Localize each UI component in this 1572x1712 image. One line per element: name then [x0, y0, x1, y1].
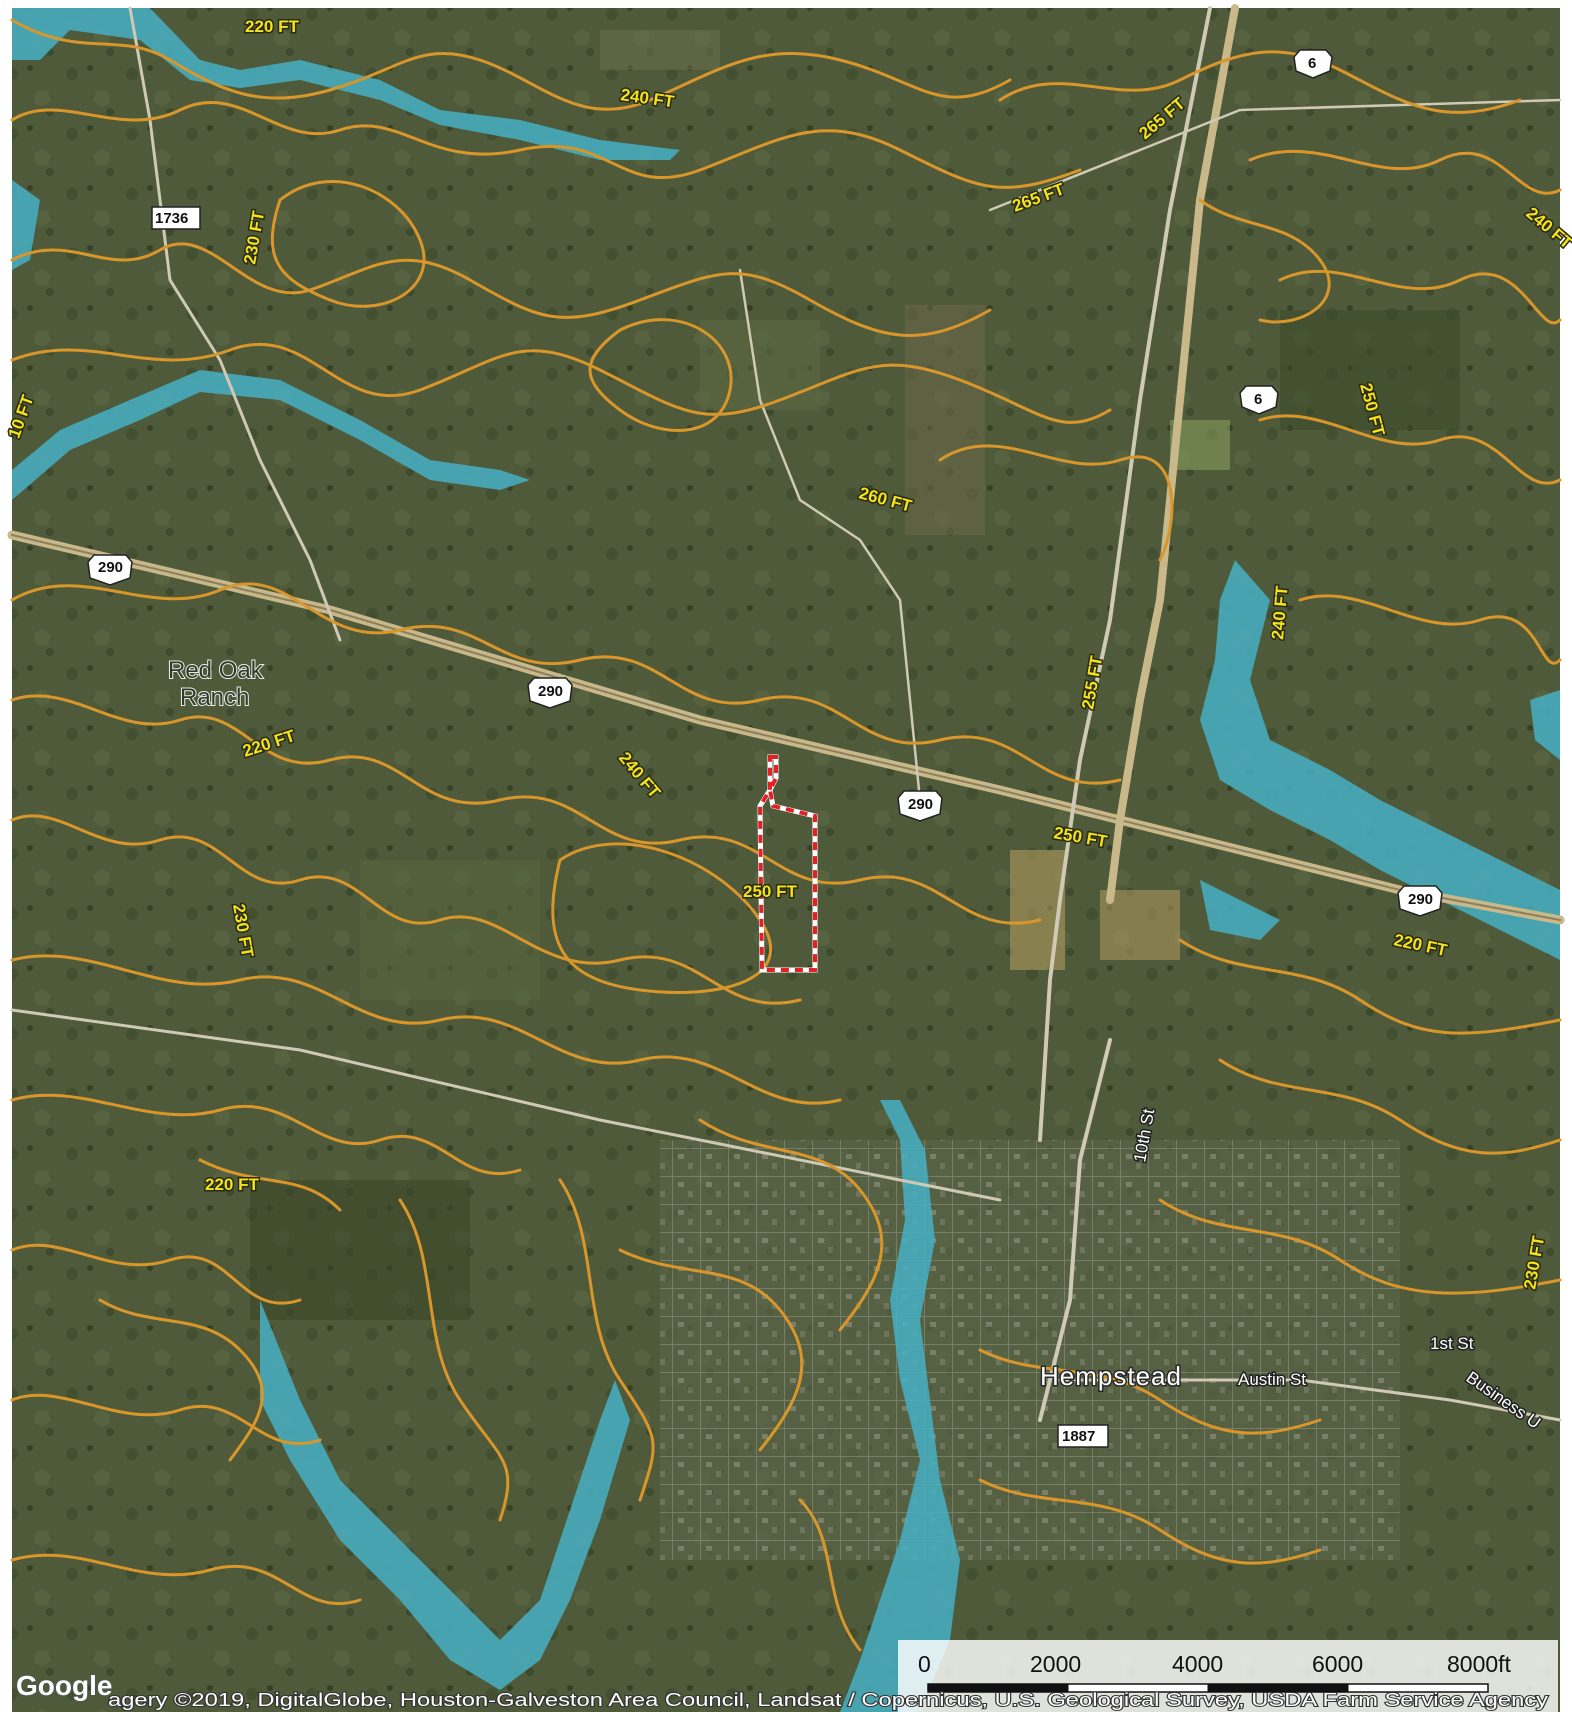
scale-tick-label: 0 [918, 1651, 931, 1677]
map-attribution: agery ©2019, DigitalGlobe, Houston-Galve… [108, 1690, 1548, 1710]
route-shield-us290[interactable]: 290 [527, 677, 573, 709]
route-shield-us290[interactable]: 290 [897, 790, 943, 822]
route-shield-us6[interactable]: 6 [1293, 49, 1333, 79]
route-shield-1887[interactable]: 1887 [1057, 1424, 1109, 1448]
svg-text:290: 290 [98, 559, 123, 576]
street-label-1st: 1st St [1430, 1334, 1474, 1353]
street-label-austin: Austin St [1238, 1370, 1306, 1389]
town-label-hempstead: Hempstead [1040, 1361, 1182, 1391]
road-north [988, 98, 1562, 212]
svg-text:290: 290 [538, 683, 563, 700]
scale-tick-label: 2000 [1030, 1651, 1081, 1677]
svg-text:1887: 1887 [1062, 1428, 1095, 1445]
contour-lines [10, 18, 1562, 1652]
route-shields: 1736 290 290 290 290 6 [87, 49, 1443, 1448]
scale-bar: 0 2000 4000 6000 8000ft [898, 1640, 1558, 1712]
route-shield-us290[interactable]: 290 [87, 554, 133, 586]
scale-tick-label: 8000ft [1447, 1651, 1512, 1677]
rail-west [10, 1008, 1002, 1202]
contour-label: 220 FT [205, 1175, 259, 1194]
scale-tick-label: 6000 [1312, 1651, 1363, 1677]
field-patches [250, 30, 1460, 1320]
rail-line [1038, 6, 1212, 1142]
route-shield-us6[interactable]: 6 [1239, 385, 1279, 415]
svg-text:290: 290 [1408, 891, 1433, 908]
svg-text:1736: 1736 [155, 210, 188, 227]
town-grid [660, 1140, 1400, 1560]
route-shield-us290[interactable]: 290 [1397, 885, 1443, 917]
svg-text:6: 6 [1254, 391, 1262, 408]
10th-street [1038, 1038, 1112, 1422]
svg-text:290: 290 [908, 796, 933, 813]
google-logo: Google [16, 1670, 112, 1701]
austin-street [1058, 1378, 1562, 1422]
ranch-label-line2: Ranch [180, 684, 249, 711]
contour-label: 220 FT [245, 17, 299, 36]
contour-label: 250 FT [743, 882, 797, 901]
scale-tick-label: 4000 [1172, 1651, 1223, 1677]
county-road [738, 268, 922, 802]
parcel-outline[interactable] [757, 755, 817, 972]
svg-text:6: 6 [1308, 55, 1316, 72]
ranch-label-line1: Red Oak [168, 657, 264, 684]
route-shield-1736[interactable]: 1736 [151, 206, 201, 230]
